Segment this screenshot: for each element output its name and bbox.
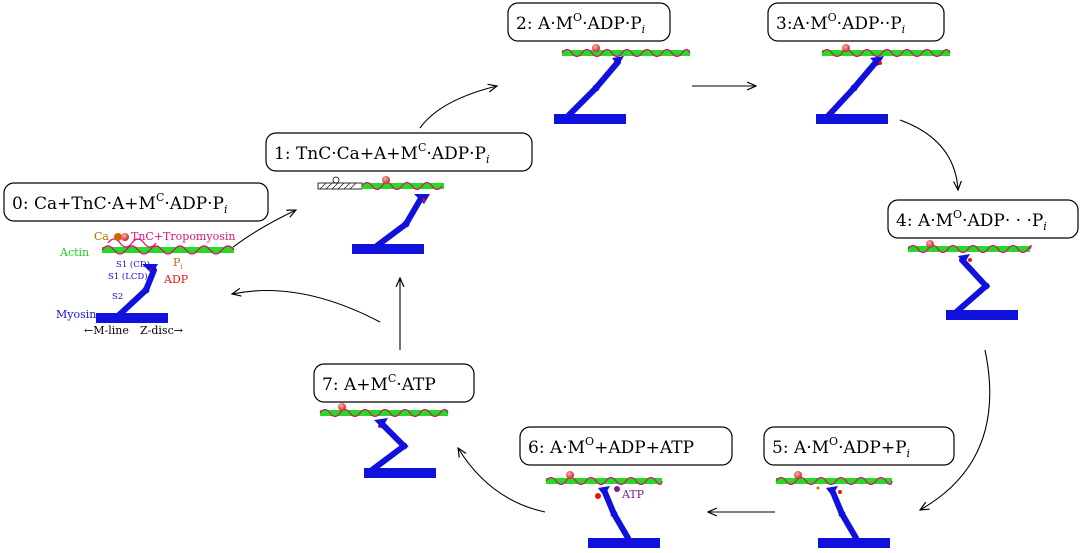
state-box-5: 5: A·MO·ADP+Pi — [763, 426, 955, 466]
tnc-bead — [121, 233, 129, 241]
state-7-illustration — [319, 403, 449, 478]
s1-cd-label: S1 (CD) — [116, 259, 150, 270]
state-label-3: 3:A·MO·ADP··Pi — [776, 11, 905, 36]
tnc-tropomyosin-label: TnC+Tropomyosin — [131, 230, 235, 243]
state-label-7: 7: A+MC·ATP — [322, 372, 436, 395]
actin-filament — [102, 247, 234, 253]
state-3-illustration — [816, 44, 951, 124]
m-line-label: ←M-line — [84, 324, 129, 337]
atp-molecule — [614, 486, 620, 492]
state-label-1: 1: TnC·Ca+A+MC·ADP·Pi — [274, 141, 490, 166]
state-0-illustration: Ca TnC+Tropomyosin Actin S1 (CD) S1 (LCD… — [56, 230, 235, 337]
adp-label: ADP — [163, 273, 189, 286]
z-disc-label: Z-disc→ — [140, 324, 183, 337]
state-box-2: 2: A·MO·ADP·Pi — [507, 2, 671, 42]
thick-filament — [96, 313, 168, 323]
state-box-3: 3:A·MO·ADP··Pi — [767, 2, 945, 42]
tropomyosin-strand — [101, 245, 235, 255]
arrow-6-to-7 — [458, 448, 546, 513]
calcium-ion — [114, 233, 122, 241]
arrow-0-to-1 — [231, 210, 296, 249]
state-label-0: 0: Ca+TnC·A+MC·ADP·Pi — [12, 191, 228, 216]
atp-label: ATP — [621, 488, 645, 501]
myosin-label: Myosin — [56, 308, 96, 321]
pi-label: Pi — [173, 256, 183, 271]
state-6-illustration: ATP — [545, 471, 663, 548]
arrow-7-to-0 — [232, 291, 381, 323]
state-label-4: 4: A·MO·ADP· · ·Pi — [896, 208, 1047, 233]
state-label-5: 5: A·MO·ADP+Pi — [772, 435, 910, 460]
state-box-4: 4: A·MO·ADP· · ·Pi — [887, 199, 1079, 239]
state-4-illustration — [907, 240, 1032, 320]
state-2-illustration — [554, 44, 691, 124]
state-1-illustration — [317, 176, 444, 254]
arrow-3-to-4 — [899, 119, 958, 190]
s2-label: S2 — [112, 292, 123, 302]
state-box-1: 1: TnC·Ca+A+MC·ADP·Pi — [265, 132, 533, 172]
s1-lcd-label: S1 (LCD) — [108, 271, 148, 282]
transition-arrows — [231, 86, 991, 513]
state-5-illustration — [775, 471, 893, 548]
state-label-2: 2: A·MO·ADP·Pi — [516, 11, 645, 36]
state-box-0: 0: Ca+TnC·A+MC·ADP·Pi — [3, 182, 269, 222]
arrow-4-to-5 — [920, 349, 991, 510]
state-box-6: 6: A·MO+ADP+ATP — [519, 426, 733, 466]
state-label-6: 6: A·MO+ADP+ATP — [528, 435, 694, 458]
state-box-7: 7: A+MC·ATP — [313, 363, 475, 403]
actin-label: Actin — [59, 246, 89, 259]
ca-label: Ca — [94, 230, 109, 243]
released-adp — [595, 493, 601, 499]
arrow-1-to-2 — [419, 86, 497, 129]
